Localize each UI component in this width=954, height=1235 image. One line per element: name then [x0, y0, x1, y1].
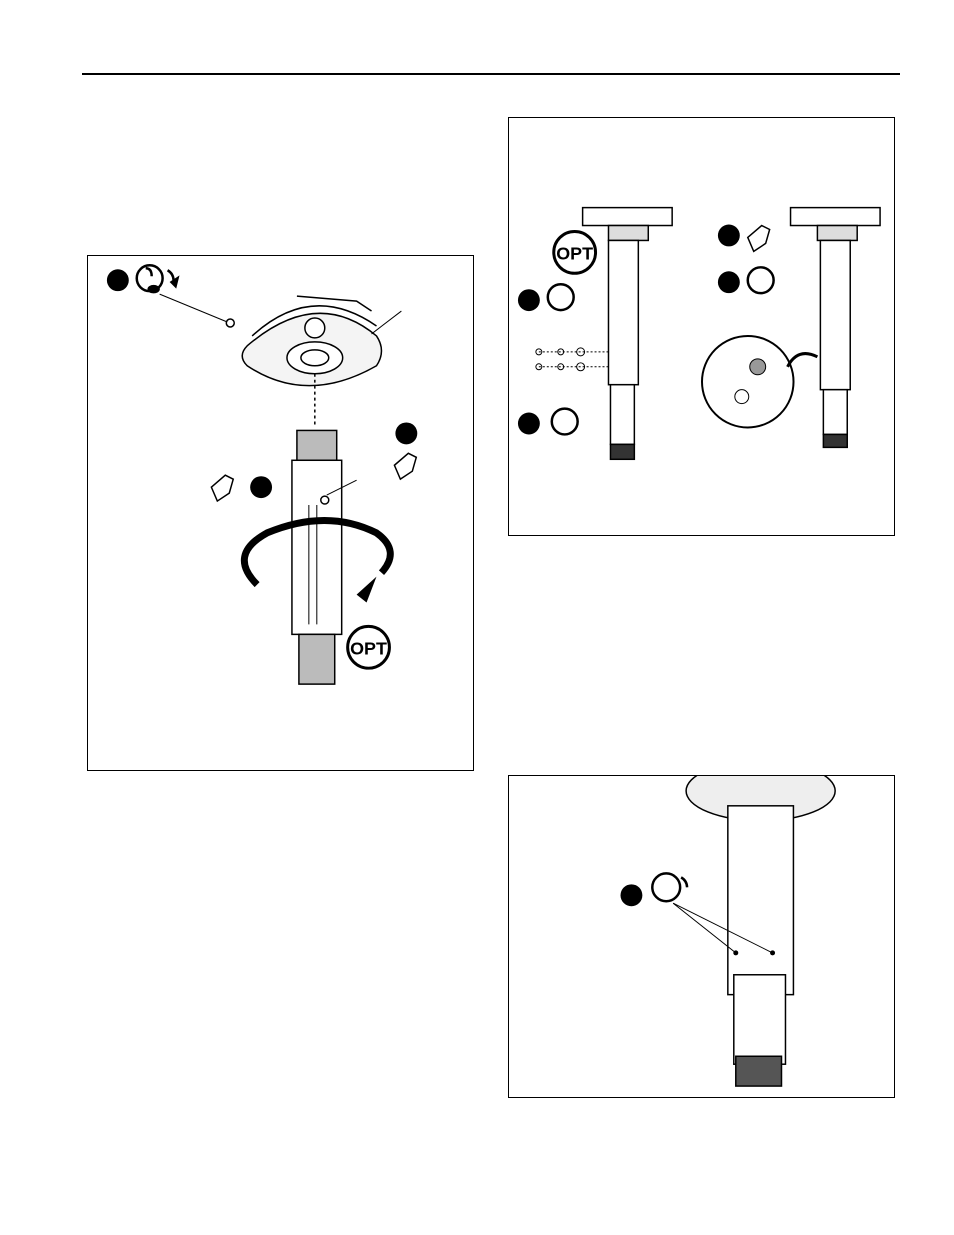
step-bullet-icon [518, 413, 540, 435]
detail-zoom [702, 336, 794, 428]
set-screw-detail [750, 359, 766, 375]
step-bullet-icon [718, 225, 740, 247]
set-screw [770, 950, 775, 955]
hand-turn-icon [394, 453, 416, 479]
header-rule [82, 73, 900, 75]
step-bullet-icon [621, 884, 643, 906]
screw-row [536, 348, 609, 371]
callout-arrow-icon [788, 354, 818, 367]
step-bullet-icon [518, 289, 540, 311]
figure-extension-adjust: OPT [508, 117, 895, 536]
final-diagram [509, 776, 894, 1097]
figure-final-tighten [508, 775, 895, 1098]
ceiling-plate [242, 296, 401, 425]
opt-badge-icon: OPT [348, 626, 390, 668]
left-column [583, 208, 673, 460]
wrench-tighten-icon [137, 265, 178, 292]
hand-turn-icon [211, 475, 233, 501]
set-screw [733, 950, 738, 955]
wrench-tighten-icon [652, 873, 687, 901]
opt-badge-label: OPT [556, 243, 593, 263]
step-bullet-icon [107, 269, 129, 291]
right-column [791, 208, 881, 448]
step-bullet-icon [395, 422, 417, 444]
opt-badge-icon: OPT [554, 231, 596, 273]
opt-badge-label: OPT [350, 638, 387, 658]
step-bullet-icon [250, 476, 272, 498]
hand-turn-icon [748, 226, 770, 252]
step-bullet-icon [718, 271, 740, 293]
mounting-diagram: OPT [88, 256, 473, 770]
extension-diagram: OPT [509, 118, 894, 535]
figure-mounting-step: OPT [87, 255, 474, 771]
